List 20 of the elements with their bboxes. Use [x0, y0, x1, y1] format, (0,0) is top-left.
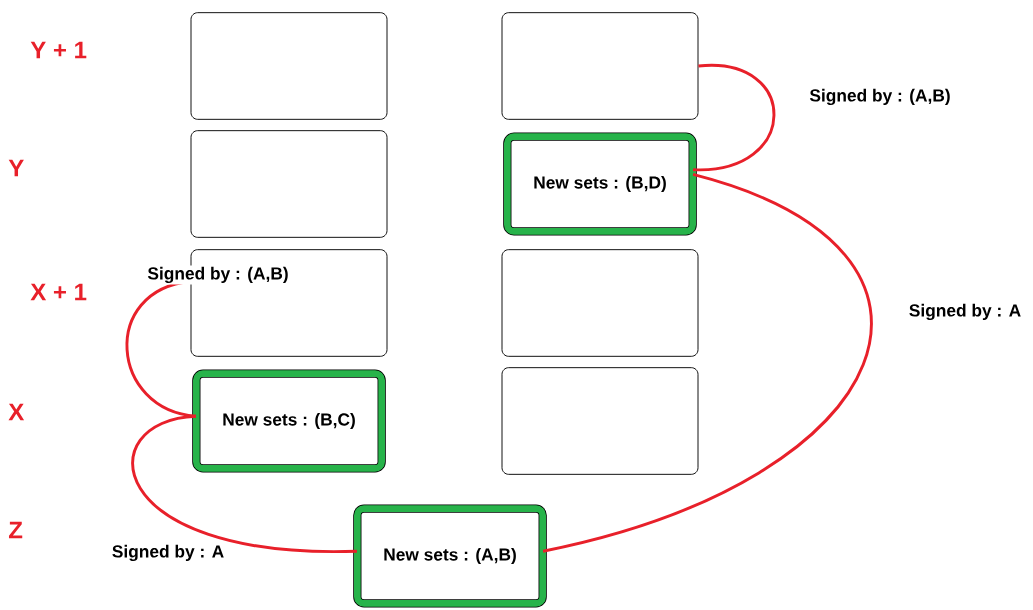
connector-curve: [693, 64, 776, 172]
empty-block-box: [190, 12, 388, 120]
row-label: X + 1: [30, 283, 87, 301]
edge-label: Signed by : A: [110, 543, 226, 563]
row-label: Y + 1: [30, 41, 87, 59]
empty-block-box: [190, 130, 388, 238]
empty-block-box: [501, 249, 699, 357]
block-box: New sets : (B,D): [503, 132, 697, 236]
edge-label: Signed by : (A,B): [808, 87, 952, 107]
row-label: Z: [9, 521, 23, 539]
block-box: New sets : (A,B): [353, 504, 547, 608]
row-label: X: [8, 403, 25, 421]
row-label: Y: [8, 159, 24, 177]
block-box: New sets : (B,C): [192, 369, 386, 473]
edge-label: Signed by : A: [907, 302, 1023, 322]
empty-block-box: [501, 12, 699, 120]
connector-curve: [542, 173, 873, 553]
empty-block-box: [501, 367, 699, 475]
edge-label: Signed by : (A,B): [146, 265, 290, 285]
connector-curve: [131, 414, 357, 553]
